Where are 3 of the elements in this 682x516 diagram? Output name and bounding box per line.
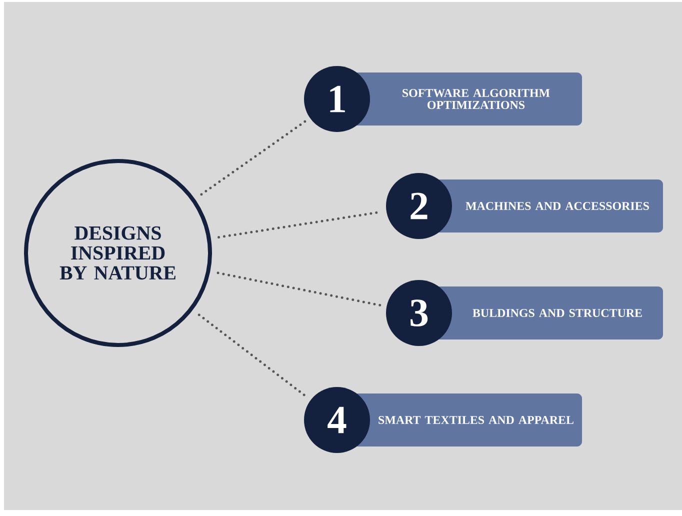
dotted-connector (200, 120, 306, 196)
dotted-connector (216, 272, 382, 307)
dotted-connector (198, 314, 308, 398)
